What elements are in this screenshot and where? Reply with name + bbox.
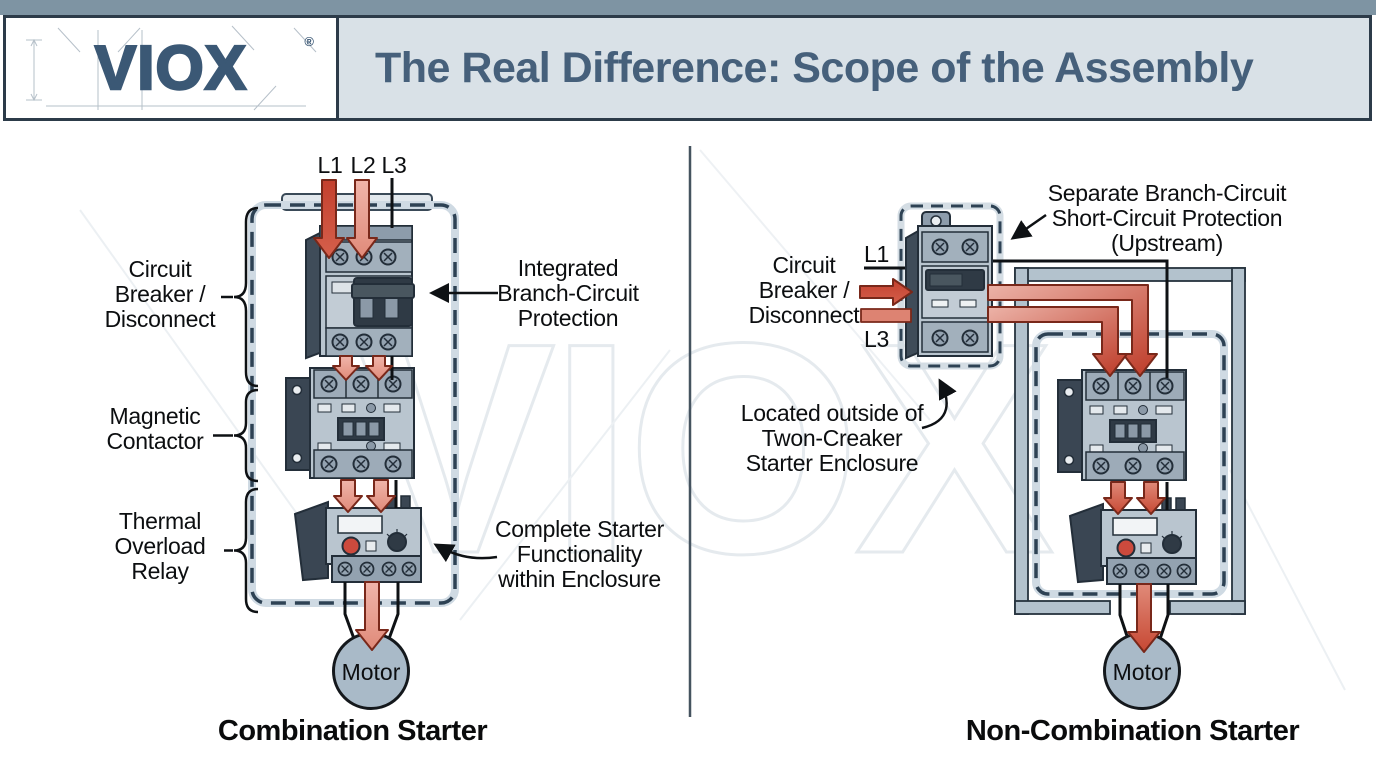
phase-label-l1: L1 xyxy=(317,152,343,178)
non-combination-starter-caption: Non-Combination Starter xyxy=(965,715,1300,747)
circuit-breaker-right xyxy=(906,212,992,358)
starter-enclosure-frame xyxy=(1014,267,1246,615)
logo-construction-guides xyxy=(26,25,317,111)
integrated-protection-annotation: Integrated Branch-Circuit Protection xyxy=(497,255,639,331)
header-title-box: The Real Difference: Scope of the Assemb… xyxy=(339,15,1372,121)
motor-feed-arrows xyxy=(355,581,1161,653)
top-accent-bar xyxy=(0,0,1376,15)
page-title: The Real Difference: Scope of the Assemb… xyxy=(375,43,1254,92)
magnetic-contactor-label: Magnetic Contactor xyxy=(106,403,204,454)
motor-label-left: Motor xyxy=(341,659,401,685)
overload-relay-left xyxy=(295,496,421,582)
thermal-overload-relay-label: Thermal Overload Relay xyxy=(114,508,206,584)
phase-label-l2: L2 xyxy=(350,152,376,178)
contactor-left xyxy=(286,368,414,478)
phase-label-l3: L3 xyxy=(381,152,407,178)
logo-wordmark: VIOX xyxy=(94,32,248,104)
phase-label-l3-right: L3 xyxy=(864,326,889,352)
viox-logo: VIOX xyxy=(6,18,336,118)
phase-label-l1-right: L1 xyxy=(864,241,889,267)
separate-protection-annotation: Separate Branch-Circuit Short-Circuit Pr… xyxy=(1047,180,1287,256)
contactor-right xyxy=(1058,370,1186,480)
logo-box: VIOX ® xyxy=(3,15,339,121)
circuit-breaker-label: Circuit Breaker / Disconnect xyxy=(104,256,216,332)
label-braces xyxy=(213,206,259,614)
motor-label-right: Motor xyxy=(1112,659,1172,685)
circuit-breaker-label-right: Circuit Breaker / Disconnect xyxy=(748,252,860,328)
overload-relay-right xyxy=(1070,498,1196,584)
registered-trademark: ® xyxy=(304,34,314,49)
power-arrows xyxy=(313,179,1166,515)
combination-starter-caption: Combination Starter xyxy=(217,715,488,747)
complete-starter-annotation: Complete Starter Functionality within En… xyxy=(494,516,665,592)
located-outside-annotation: Located outside of Twon-Creaker Starter … xyxy=(740,400,924,476)
inner-dashed-enclosure xyxy=(1032,330,1228,598)
combination-enclosure xyxy=(248,193,459,607)
annotation-arrows xyxy=(429,213,1047,563)
